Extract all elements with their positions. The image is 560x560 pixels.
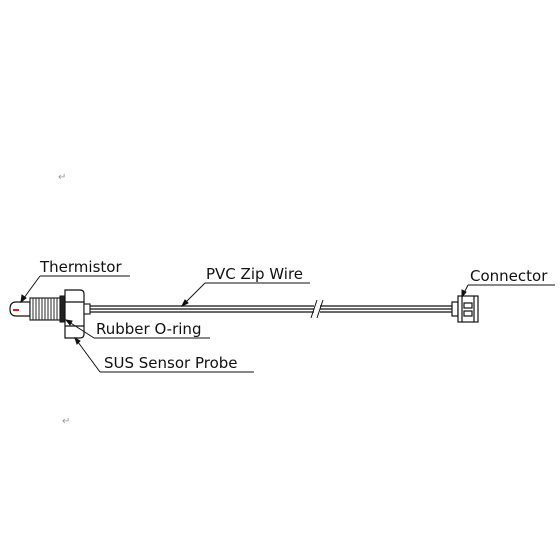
label-connector: Connector bbox=[470, 267, 548, 285]
label-thermistor: Thermistor bbox=[39, 258, 122, 276]
return-mark-2: ↵ bbox=[62, 416, 70, 427]
rubber-o-ring bbox=[59, 295, 66, 323]
hex-nut bbox=[64, 289, 85, 339]
label-sus-sensor-probe: SUS Sensor Probe bbox=[104, 354, 238, 372]
label-rubber-o-ring: Rubber O-ring bbox=[96, 320, 201, 338]
wire-collar bbox=[83, 303, 91, 315]
label-pvc-zip-wire: PVC Zip Wire bbox=[206, 265, 303, 283]
connector-housing bbox=[451, 295, 479, 323]
thermistor-tip bbox=[9, 301, 31, 317]
pvc-zip-wire bbox=[90, 299, 452, 319]
leader-lines bbox=[20, 275, 555, 373]
probe-thread bbox=[29, 297, 61, 321]
return-mark-1: ↵ bbox=[58, 172, 66, 183]
